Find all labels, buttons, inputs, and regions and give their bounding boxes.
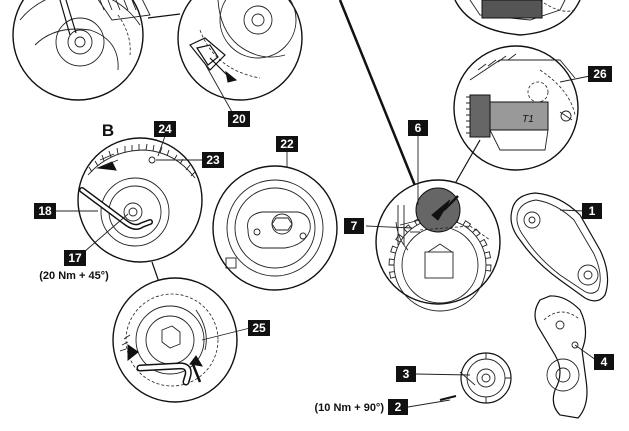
leader-7-line (365, 225, 413, 229)
camshaft-detail-circle: T1 (453, 45, 579, 171)
label-23: 23 (206, 153, 220, 167)
top-right-detail-circle (454, 0, 581, 36)
label-22-box (276, 136, 298, 152)
leader-17 (83, 213, 129, 253)
tensioner-adjust-detail-circle (112, 277, 238, 403)
label-2-box (388, 399, 408, 415)
sprocket-tooth (390, 245, 398, 254)
label-3-box (396, 366, 416, 382)
label-17: 17 (68, 251, 82, 265)
label-4: 4 (601, 355, 608, 369)
sprocket-tooth (485, 264, 492, 272)
torque-note-17: (20 Nm + 45°) (39, 270, 109, 282)
label-22: 22 (280, 137, 294, 151)
tag-t1: T1 (522, 114, 534, 125)
leader-24 (157, 135, 166, 157)
label-20: 20 (232, 112, 246, 126)
crank-sprocket-detail-circle (375, 179, 501, 312)
timing-cover (510, 192, 609, 419)
sprocket-tooth (388, 271, 396, 279)
label-23-box (202, 152, 224, 168)
leader-2 (407, 399, 451, 408)
label-6-box (408, 120, 428, 136)
top-left-detail-circle (12, 0, 151, 101)
sprocket-tooth (484, 251, 492, 259)
torque-note-2: (10 Nm + 90°) (314, 402, 384, 414)
sprocket-tooth (479, 238, 488, 248)
label-26-box (588, 66, 612, 82)
sprocket-tooth (462, 220, 472, 229)
leader-3 (415, 373, 471, 376)
label-2: 2 (395, 400, 402, 414)
label-3: 3 (403, 367, 410, 381)
leader-25 (201, 327, 251, 341)
sprocket-tooth (403, 224, 412, 233)
connector-line (147, 13, 181, 19)
sprocket-tooth (472, 228, 481, 237)
label-24: 24 (158, 122, 172, 136)
label-6: 6 (415, 121, 422, 135)
label-4-box (594, 354, 614, 370)
label-20-box (228, 111, 250, 127)
label-18: 18 (38, 204, 52, 218)
label-17-box (64, 250, 86, 266)
label-25-box (248, 320, 270, 336)
tensioner-detail-circle (212, 165, 338, 291)
leader-26 (559, 75, 591, 83)
top-center-detail-circle (177, 0, 303, 101)
label-25: 25 (252, 321, 266, 335)
label-7: 7 (351, 219, 358, 233)
sprocket-tooth (388, 258, 395, 266)
label-1: 1 (589, 204, 596, 218)
label-7-box (344, 218, 364, 234)
diagonal-connector (338, 0, 422, 199)
label-1-box (582, 203, 602, 219)
leader-4 (574, 344, 597, 361)
camshaft-gear-detail-circle (77, 137, 203, 263)
label-18-box (34, 203, 56, 219)
leader-20 (203, 61, 233, 113)
view-letter-b: B (102, 121, 114, 140)
label-24-box (154, 121, 176, 137)
label-26: 26 (593, 67, 607, 81)
leader-1 (559, 209, 585, 212)
crank-pulley (459, 352, 512, 404)
